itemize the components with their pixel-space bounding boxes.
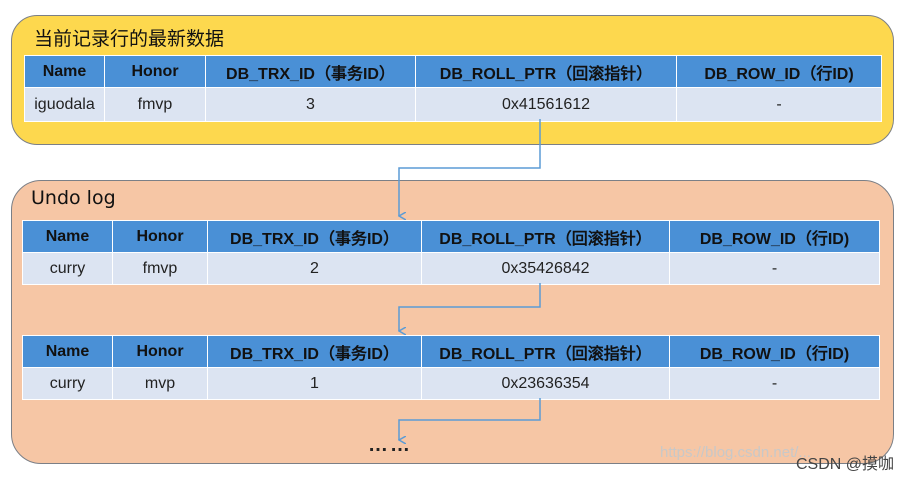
col-row-id-header: DB_ROW_ID（行ID) <box>669 335 880 368</box>
current-record-table: Name Honor DB_TRX_ID（事务ID） DB_ROLL_PTR（回… <box>24 55 882 122</box>
undo-record-table-2: Name Honor DB_TRX_ID（事务ID） DB_ROLL_PTR（回… <box>22 335 880 400</box>
col-honor-header: Honor <box>112 220 208 253</box>
cell-name: iguodala <box>24 87 105 122</box>
table-row: curry mvp 1 0x23636354 - <box>22 367 880 400</box>
table-row: iguodala fmvp 3 0x41561612 - <box>24 87 882 122</box>
col-row-id-header: DB_ROW_ID（行ID) <box>676 55 882 88</box>
cell-name: curry <box>22 367 113 400</box>
table-row: curry fmvp 2 0x35426842 - <box>22 252 880 285</box>
table-header-row: Name Honor DB_TRX_ID（事务ID） DB_ROLL_PTR（回… <box>22 335 880 368</box>
col-name-header: Name <box>24 55 105 88</box>
col-roll-ptr-header: DB_ROLL_PTR（回滚指针） <box>415 55 677 88</box>
col-row-id-header: DB_ROW_ID（行ID) <box>669 220 880 253</box>
cell-trx-id: 2 <box>207 252 422 285</box>
col-trx-id-header: DB_TRX_ID（事务ID） <box>207 335 422 368</box>
undo-record-table-1: Name Honor DB_TRX_ID（事务ID） DB_ROLL_PTR（回… <box>22 220 880 285</box>
current-record-title: 当前记录行的最新数据 <box>34 28 225 50</box>
col-roll-ptr-header: DB_ROLL_PTR（回滚指针） <box>421 335 670 368</box>
roll-ptr-arrow-1 <box>399 119 541 216</box>
roll-ptr-arrow-2 <box>399 283 541 331</box>
cell-row-id: - <box>669 252 880 285</box>
cell-roll-ptr: 0x35426842 <box>421 252 670 285</box>
continuation-ellipsis: …… <box>368 434 412 456</box>
cell-row-id: - <box>669 367 880 400</box>
cell-honor: fmvp <box>112 252 208 285</box>
source-watermark: https://blog.csdn.net/... <box>660 444 811 461</box>
cell-roll-ptr: 0x41561612 <box>415 87 677 122</box>
cell-row-id: - <box>676 87 882 122</box>
col-honor-header: Honor <box>104 55 206 88</box>
cell-trx-id: 3 <box>205 87 416 122</box>
undo-log-title: Undo log <box>31 187 116 209</box>
table-header-row: Name Honor DB_TRX_ID（事务ID） DB_ROLL_PTR（回… <box>22 220 880 253</box>
col-roll-ptr-header: DB_ROLL_PTR（回滚指针） <box>421 220 670 253</box>
roll-ptr-arrow-3 <box>399 398 541 440</box>
col-trx-id-header: DB_TRX_ID（事务ID） <box>205 55 416 88</box>
cell-roll-ptr: 0x23636354 <box>421 367 670 400</box>
cell-honor: mvp <box>112 367 208 400</box>
author-credit: CSDN @摸咖 <box>796 456 895 473</box>
cell-honor: fmvp <box>104 87 206 122</box>
col-trx-id-header: DB_TRX_ID（事务ID） <box>207 220 422 253</box>
table-header-row: Name Honor DB_TRX_ID（事务ID） DB_ROLL_PTR（回… <box>24 55 882 88</box>
